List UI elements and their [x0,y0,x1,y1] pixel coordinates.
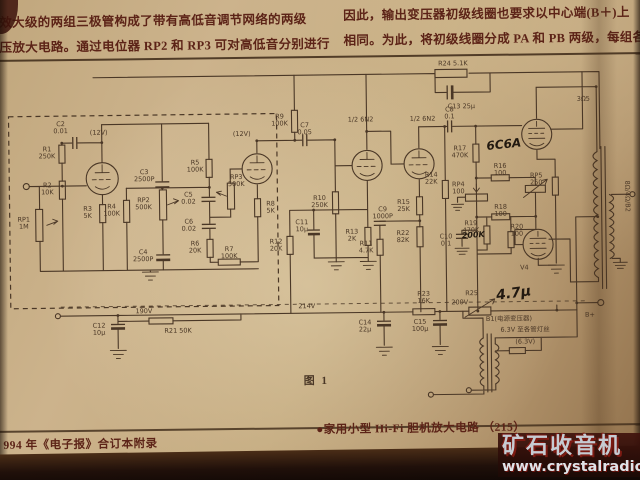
component-label: R2316K [417,290,431,305]
component-label: R24 5.1K [438,59,468,67]
component-label: R1220K [270,237,284,252]
wires [28,71,631,396]
component-label: R18100 [494,203,507,218]
power-transformer [479,333,500,393]
component-label: R1525K [397,198,411,213]
component-label: B1(电源变压器) [486,313,532,323]
component-label: R20100 [510,223,523,238]
component-label: R25 [465,289,478,297]
component-label: R620K [189,239,202,254]
component-label: C1210μ [93,322,106,337]
component-label: 214V [298,302,316,310]
output-transformer [592,145,615,290]
component-label: C100.1 [440,232,453,247]
component-label: R10250K [311,194,329,209]
component-label: C15100μ [412,318,429,333]
component-label: R1422K [425,171,439,186]
capacitors [72,85,468,330]
component-label: R17470K [452,144,470,159]
component-label: C91000P [372,205,393,220]
component-label: (12V) [233,130,251,138]
component-label: R5100K [187,158,205,173]
watermark-backdrop [498,433,640,477]
component-label: 190V [135,307,153,315]
component-label: R9100K [271,112,289,127]
component-label: R35K [83,205,92,220]
component-label: 1/2 6N2 [348,115,374,123]
component-label: 200V [451,298,469,306]
component-label: RP4100 [452,180,465,195]
component-label: R85K [266,200,275,215]
component-label: 8Ω/4Ω/B2 [623,181,631,212]
junction-dots [60,85,600,317]
component-label: (6.3V) [515,337,535,345]
footer-left-text: 994 年《电子报》合订本附录 [3,437,158,452]
component-label: R7100K [221,245,239,260]
component-label: C20.01 [53,120,68,135]
component-label: C42500P [133,248,154,263]
figure-caption: 图 1 [303,374,330,388]
handwritten-annotation: 200K [462,230,486,241]
component-label: 1/2 6N2 [410,115,436,123]
vacuum-tubes [85,118,554,260]
potentiometers [35,182,546,243]
component-label: R21 50K [164,327,192,335]
component-label: 3Ω5 [577,95,590,103]
page-crease-shadow [581,0,617,452]
component-label: RP11M [17,216,30,231]
right-edge-shadow [633,0,640,480]
component-label: C13 25μ [448,102,475,110]
handwritten-annotation: 4.7μ [494,283,532,304]
component-label: B+ [585,311,595,319]
footer-right-text: ●家用小型 Hi-Fi 胆机放大电路 （215） [316,421,526,437]
component-label: R114.7K [359,239,375,254]
component-label: C1422μ [359,318,372,333]
component-label: 6.3V 至各管灯丝 [500,324,550,334]
component-label: RP5250 [530,171,543,186]
component-label: R16100 [494,162,507,177]
ground-symbols [109,203,628,359]
component-label: (12V) [90,129,108,137]
component-label: R2282K [396,229,410,244]
terminals [22,183,636,398]
watermark-title: 矿石收音机 [502,434,623,459]
component-label: RP2500K [135,196,153,211]
component-label: C80.1 [444,105,455,120]
component-label: RP3500K [228,173,246,188]
left-edge-shadow [0,0,8,480]
watermark: 矿石收音机 www.crystalradio.cn [502,435,640,476]
component-label: R132K [345,228,358,243]
component-label: C32500P [134,168,155,183]
watermark-url: www.crystalradio.cn [502,459,640,475]
handwritten-annotation: 6C6A [486,136,522,153]
component-label: R210K [41,181,54,196]
component-label: C50.02 [181,191,196,206]
resistors [58,68,560,355]
component-label: C60.02 [181,218,196,233]
component-label: R4100K [103,202,121,217]
component-label: R1250K [38,145,56,160]
component-label: V4 [520,263,529,271]
wiper-arrows [46,178,548,318]
dashed-stage-box [7,112,280,310]
component-label: C1110μ [295,218,308,233]
component-label: R19470K [462,219,480,234]
component-label: C70.05 [297,121,312,136]
